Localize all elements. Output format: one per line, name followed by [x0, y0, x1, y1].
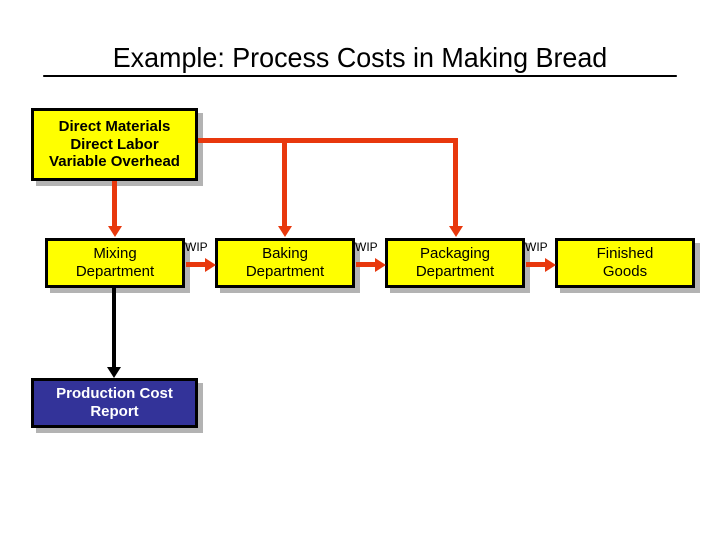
department-box-mixing-body: Mixing Department	[45, 238, 185, 288]
department-baking-line-2: Department	[245, 263, 325, 280]
wip-arrow-baking-to-packaging-shaft	[356, 262, 376, 267]
department-box-baking: Baking Department	[215, 238, 360, 293]
wip-arrow-packaging-to-finished-head	[545, 257, 556, 272]
wip-label-packaging-to-finished-goods: WIP	[525, 240, 548, 254]
inputs-line-1: Direct Materials	[58, 117, 171, 135]
connector-mixing-to-report-arrowhead	[107, 367, 121, 378]
department-box-mixing: Mixing Department	[45, 238, 190, 293]
connector-inputs-horizontal-bus	[198, 138, 458, 143]
wip-arrow-mixing-to-baking-shaft	[186, 262, 206, 267]
finished-goods-line-2: Goods	[602, 263, 648, 280]
department-mixing-line-2: Department	[75, 263, 155, 280]
connector-bus-to-baking-stem	[282, 138, 287, 227]
connector-mixing-to-report-stem	[112, 288, 116, 368]
inputs-box: Direct Materials Direct Labor Variable O…	[31, 108, 203, 186]
department-baking-line-1: Baking	[262, 245, 308, 263]
report-line-2: Report	[90, 403, 139, 420]
production-cost-report-box: Production Cost Report	[31, 378, 203, 433]
wip-arrow-baking-to-packaging-head	[375, 257, 386, 272]
wip-label-baking-to-packaging: WIP	[355, 240, 378, 254]
wip-arrow-mixing-to-baking-head	[205, 257, 216, 272]
connector-bus-to-baking-arrowhead	[277, 226, 292, 237]
inputs-box-body: Direct Materials Direct Labor Variable O…	[31, 108, 198, 181]
connector-inputs-to-mixing-stem	[112, 181, 117, 227]
finished-goods-line-1: Finished	[596, 245, 654, 263]
inputs-line-2: Direct Labor	[70, 135, 159, 153]
page-title: Example: Process Costs in Making Bread	[43, 42, 677, 77]
report-line-1: Production Cost	[56, 385, 173, 403]
department-mixing-line-1: Mixing	[93, 245, 137, 263]
inputs-line-3: Variable Overhead	[49, 153, 180, 171]
department-box-baking-body: Baking Department	[215, 238, 355, 288]
department-packaging-line-2: Department	[415, 263, 495, 280]
wip-arrow-packaging-to-finished-shaft	[526, 262, 546, 267]
production-cost-report-box-body: Production Cost Report	[31, 378, 198, 428]
wip-label-mixing-to-baking: WIP	[185, 240, 208, 254]
department-box-finished-goods: Finished Goods	[555, 238, 700, 293]
department-box-finished-goods-body: Finished Goods	[555, 238, 695, 288]
connector-bus-to-packaging-arrowhead	[448, 226, 463, 237]
department-packaging-line-1: Packaging	[419, 245, 491, 263]
department-box-packaging-body: Packaging Department	[385, 238, 525, 288]
connector-inputs-to-mixing-arrowhead	[107, 226, 122, 237]
connector-bus-to-packaging-stem	[453, 138, 458, 227]
department-box-packaging: Packaging Department	[385, 238, 530, 293]
